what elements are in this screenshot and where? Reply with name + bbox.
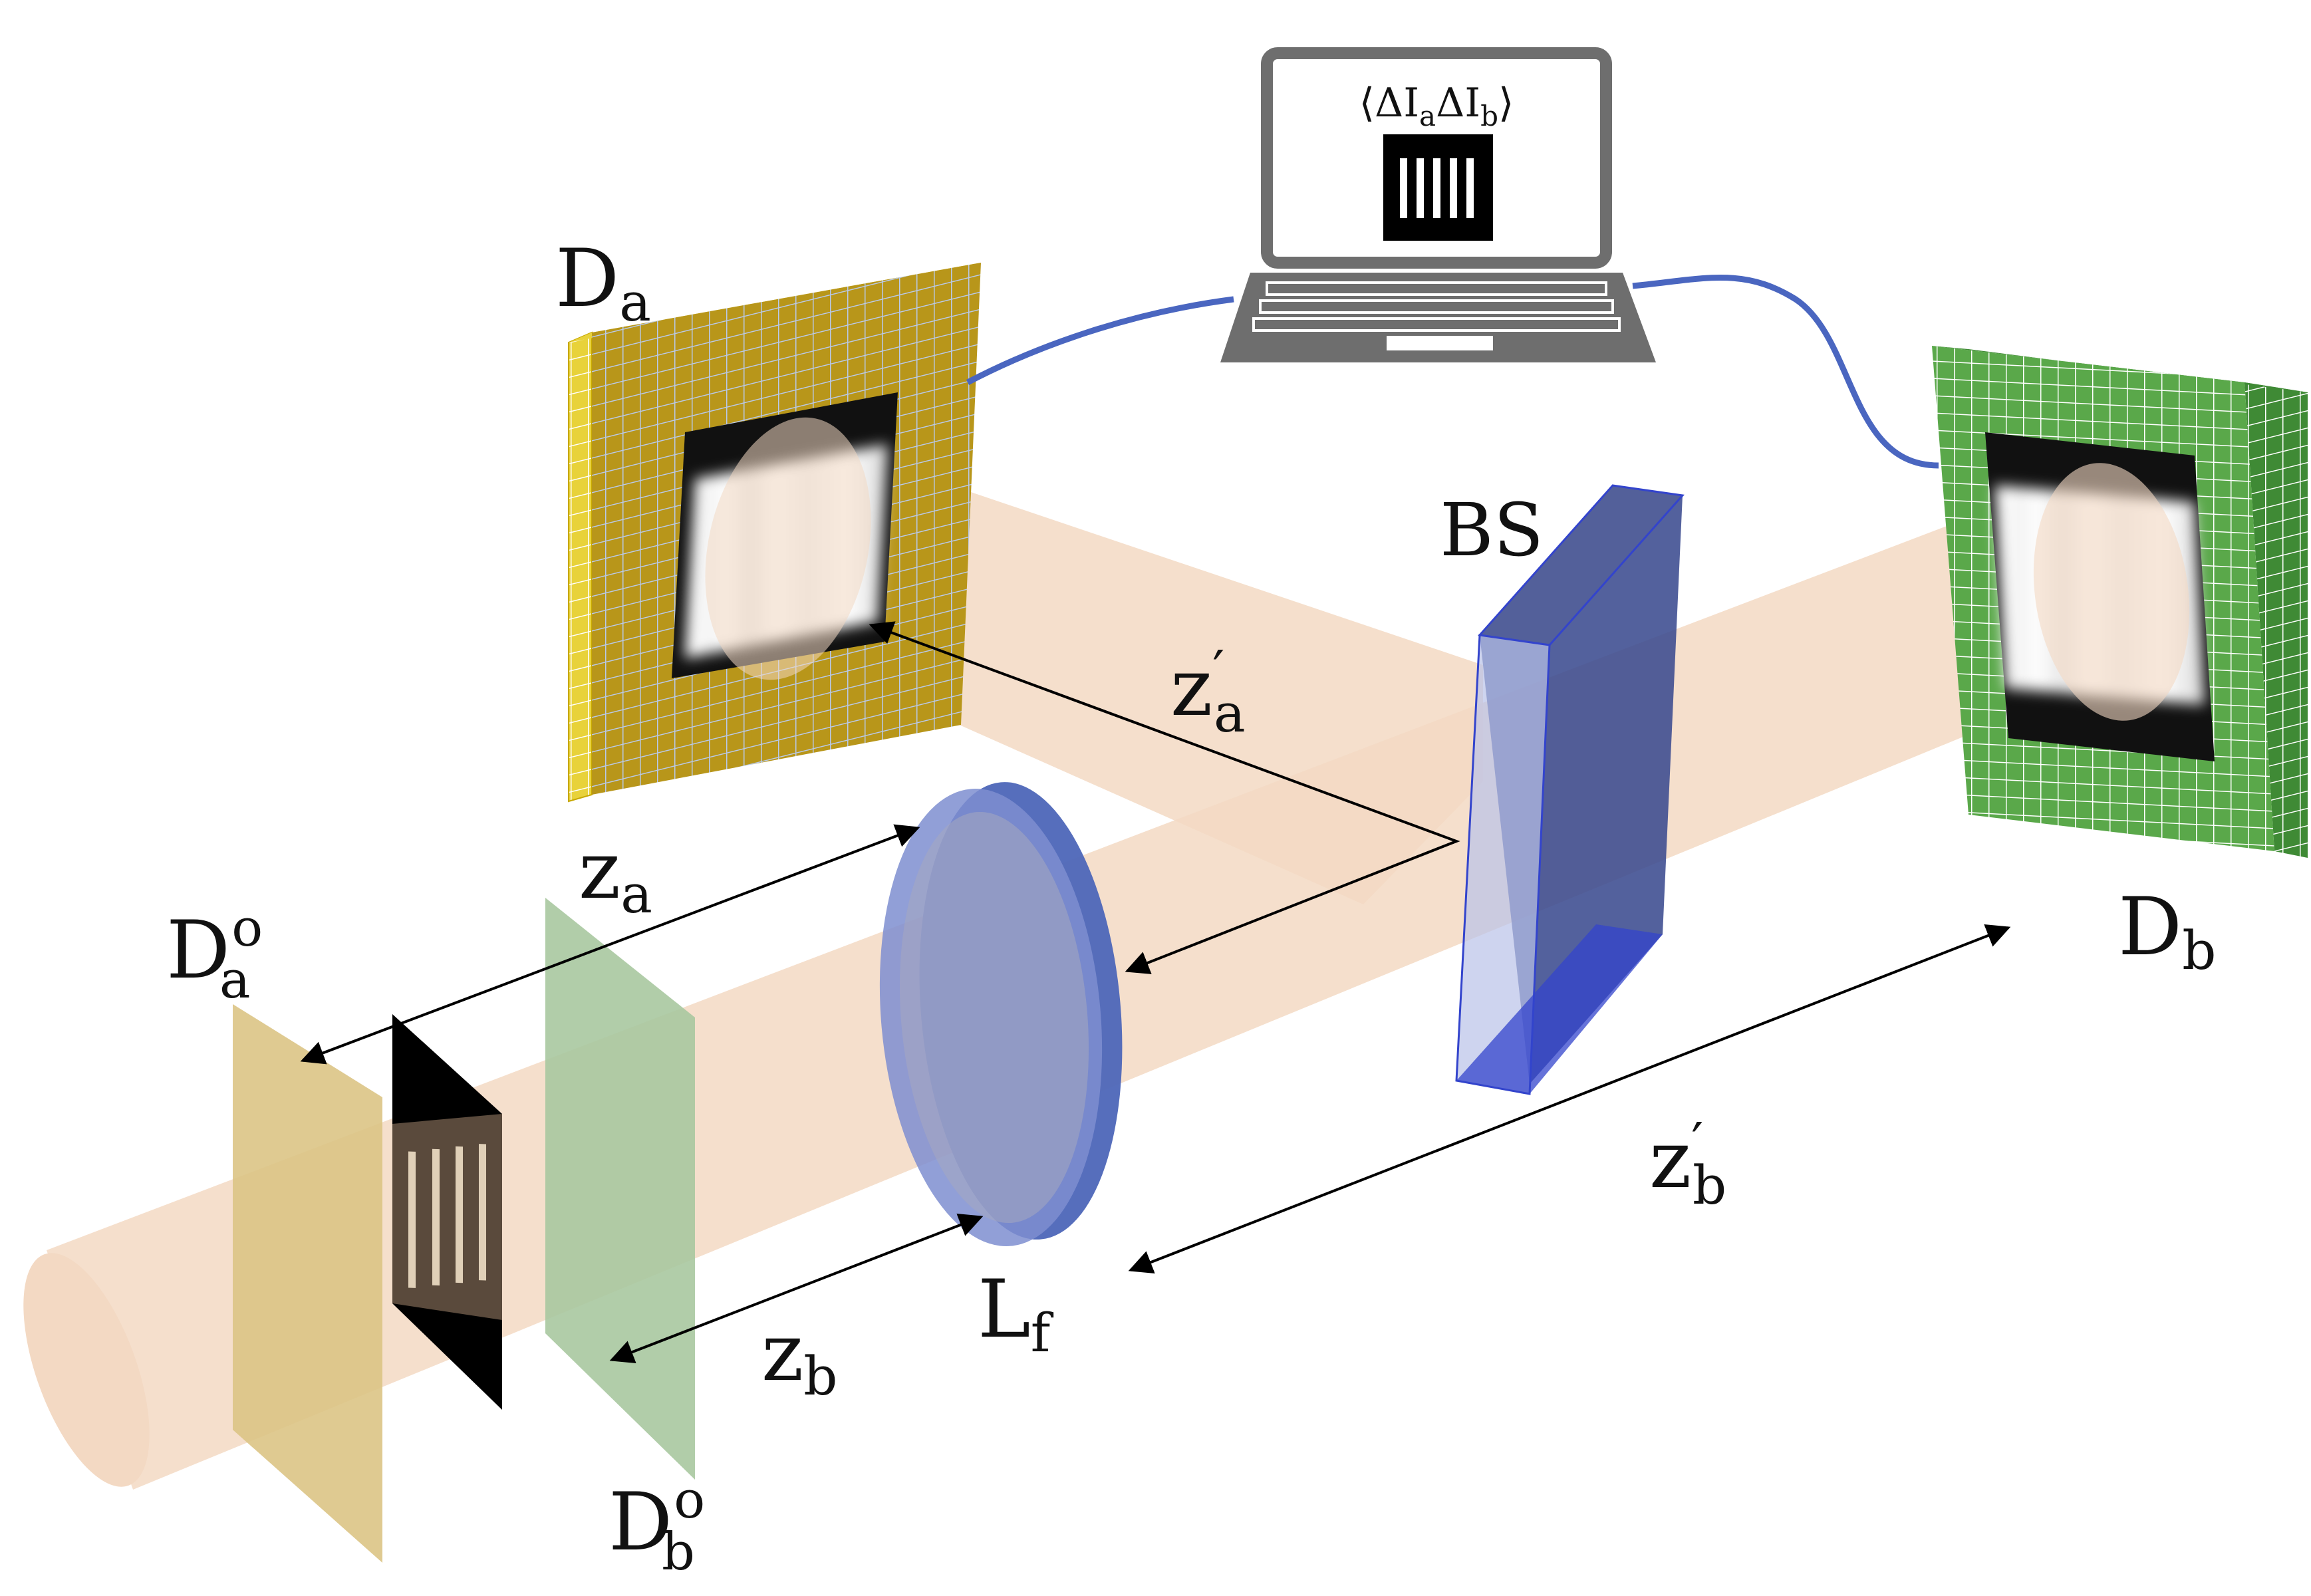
detector-b-side xyxy=(2244,382,2308,858)
beam-splitter xyxy=(1455,484,1685,1095)
formula-close: ⟩ xyxy=(1498,80,1514,126)
formula-sub-2: b xyxy=(1480,100,1498,132)
label-distance-zb-prime-sub: b xyxy=(1693,1154,1726,1216)
detector-a-beam-spot xyxy=(705,417,871,680)
plane-object-detector-a xyxy=(233,1004,382,1563)
formula-delta-1: ΔI xyxy=(1375,80,1419,126)
label-object-detector-a-sub: a xyxy=(219,950,251,1010)
label-object-detector-b-sup: o xyxy=(674,1470,705,1530)
formula-delta-2: ΔI xyxy=(1436,80,1480,126)
label-lens-sub: f xyxy=(1031,1302,1054,1364)
label-distance-zb: zb xyxy=(761,1307,837,1407)
label-distance-za-main: z xyxy=(579,825,620,917)
label-distance-zb-main: z xyxy=(761,1307,803,1399)
label-distance-zb-prime-main: z xyxy=(1649,1114,1691,1206)
label-object-detector-a-sup: o xyxy=(231,898,263,958)
label-detector-a-main: D xyxy=(555,233,619,325)
label-distance-zb-prime-mark: ′ xyxy=(1691,1111,1703,1173)
reconstructed-image-icon xyxy=(1383,134,1493,241)
detector-b-beam-spot xyxy=(2033,463,2190,721)
label-object-detector-b-sub: b xyxy=(662,1522,695,1582)
label-detector-b-main: D xyxy=(2118,881,2182,974)
label-object-detector-a-main: D xyxy=(166,904,230,997)
correlation-formula: ⟨ΔIaΔIb⟩ xyxy=(1359,80,1514,132)
arrow-zb-prime xyxy=(1128,924,2011,1273)
label-distance-za-sub: a xyxy=(620,863,652,925)
label-distance-za-prime-main: z xyxy=(1170,642,1212,734)
label-distance-za-prime-sub: a xyxy=(1214,682,1246,744)
formula-sub-1: a xyxy=(1419,100,1436,132)
formula-open: ⟨ xyxy=(1359,80,1375,126)
laptop-computer: ⟨ΔIaΔIb⟩ xyxy=(1220,47,1656,362)
plane-object-detector-b xyxy=(545,898,695,1480)
label-detector-b: Db xyxy=(2118,881,2216,982)
laptop-keys xyxy=(1252,281,1621,350)
label-distance-zb-prime: z′b xyxy=(1649,1111,1726,1216)
label-distance-za-prime: z′a xyxy=(1170,639,1246,744)
arrow-za xyxy=(300,824,920,1065)
cable-detector-a xyxy=(966,296,1234,385)
label-distance-zb-sub: b xyxy=(803,1345,837,1407)
detector-a xyxy=(568,263,981,803)
focusing-lens xyxy=(879,782,1123,1246)
label-object-detector-b-main: D xyxy=(609,1476,672,1569)
label-lens: Lf xyxy=(978,1264,1054,1364)
label-detector-a: Da xyxy=(555,233,651,333)
cable-detector-b xyxy=(1632,275,1939,469)
label-detector-a-sub: a xyxy=(619,271,651,333)
label-distance-za: za xyxy=(579,825,652,925)
transmission-mask-object xyxy=(392,1014,502,1410)
detector-a-side xyxy=(568,331,593,803)
arrow-zb xyxy=(609,1213,984,1364)
label-beam-splitter: BS xyxy=(1440,487,1544,573)
label-distance-za-prime-mark: ′ xyxy=(1212,639,1224,701)
label-lens-main: L xyxy=(978,1264,1031,1356)
detector-b xyxy=(1932,346,2308,858)
label-detector-b-sub: b xyxy=(2182,920,2216,982)
